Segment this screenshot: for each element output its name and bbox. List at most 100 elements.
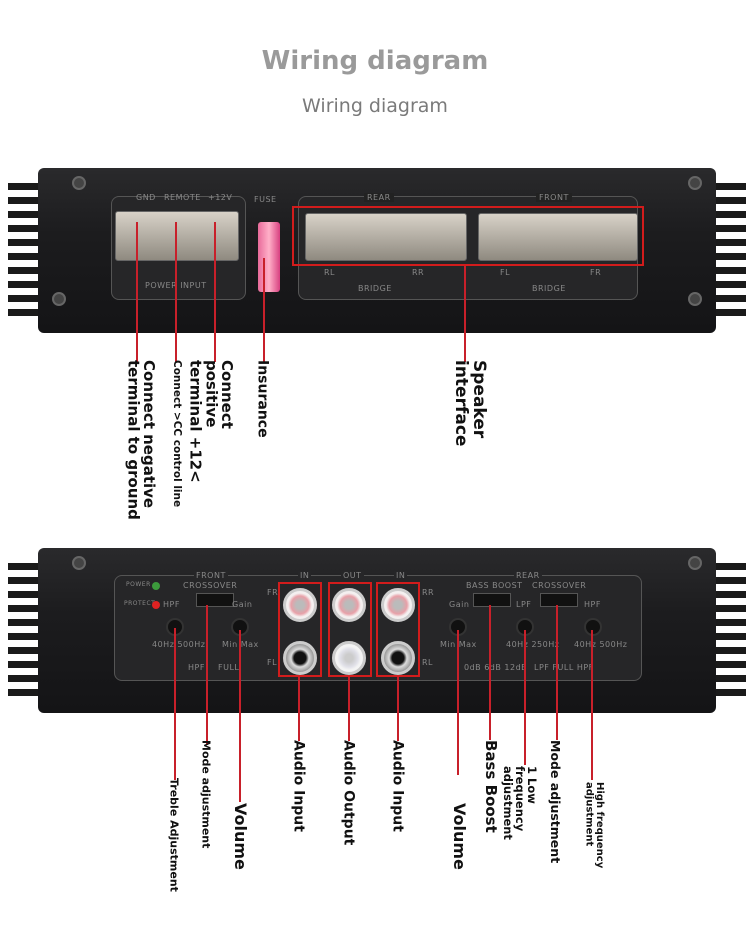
leader-line xyxy=(239,630,241,802)
front-speaker-terminals xyxy=(478,213,638,261)
leader-line xyxy=(263,258,265,362)
12db-label: 12dB xyxy=(504,663,528,672)
power-label: POWER xyxy=(126,581,151,588)
callout-speaker: Speaker interface xyxy=(451,360,489,447)
fl-label: FL xyxy=(267,658,278,667)
rear-gain-range: Min Max xyxy=(440,640,477,649)
callout-bass-boost: Bass Boost xyxy=(481,740,500,833)
max-label: Max xyxy=(240,640,259,649)
callout-low-frequency: 1 Low frequency adjustment xyxy=(500,766,539,840)
callout-treble: Treble Adjustment xyxy=(167,778,181,892)
hpf-label: HPF xyxy=(163,600,180,609)
screw xyxy=(72,176,86,190)
leader-line xyxy=(489,605,491,740)
screw xyxy=(688,292,702,306)
fr-label: FR xyxy=(590,268,602,277)
control-panel xyxy=(114,575,642,681)
hz500-label: 500Hz xyxy=(599,640,628,649)
amplifier-bottom-view: FRONT CROSSOVER POWER PROTECT HPF 40Hz 5… xyxy=(8,548,746,716)
callout-high-frequency: High frequency adjustment xyxy=(583,782,606,869)
callout-audio-output: Audio Output xyxy=(340,740,357,846)
rca-rear-in-r[interactable] xyxy=(381,588,415,622)
callout-volume-rear: Volume xyxy=(449,803,469,870)
hpf-label: HPF xyxy=(584,600,601,609)
rca-front-in-r[interactable] xyxy=(283,588,317,622)
callout-ground: Connect negative terminal to ground xyxy=(124,360,158,520)
bass-boost-values: 0dB 6dB 12dB xyxy=(464,663,527,672)
leader-line xyxy=(175,222,177,362)
hpf-label: HPF xyxy=(188,663,205,672)
12v-label: +12V xyxy=(208,193,233,202)
leader-line xyxy=(457,630,459,775)
rear-crossover-switch[interactable] xyxy=(540,593,578,607)
bridge-label: BRIDGE xyxy=(532,284,566,293)
crossover-modes-label: LPF FULL HPF xyxy=(534,663,594,672)
callout-volume-front: Volume xyxy=(230,803,250,870)
rca-rear-in-l[interactable] xyxy=(381,641,415,675)
lpf-label: LPF xyxy=(516,600,532,609)
gnd-label: GND xyxy=(136,193,156,202)
power-terminal-block xyxy=(115,211,239,261)
leader-line xyxy=(298,677,300,741)
fuse xyxy=(258,222,280,292)
page-title: Wiring diagram xyxy=(261,46,489,76)
leader-line xyxy=(206,605,208,745)
callout-audio-input-rear: Audio Input xyxy=(389,740,406,832)
lpf-hz-range: 40Hz 250Hz xyxy=(506,640,559,649)
bridge-label: BRIDGE xyxy=(358,284,392,293)
hz500-label: 500Hz xyxy=(177,640,206,649)
rl-label: RL xyxy=(324,268,336,277)
rca-out-l[interactable] xyxy=(332,641,366,675)
leader-line xyxy=(524,630,526,765)
front-crossover-switch[interactable] xyxy=(196,593,234,607)
hz40-label: 40Hz xyxy=(152,640,175,649)
callout-mode-front: Mode adjustment xyxy=(199,740,213,849)
rear-hpf-knob[interactable] xyxy=(584,618,602,636)
fr-label: FR xyxy=(267,588,279,597)
rca-out-r[interactable] xyxy=(332,588,366,622)
callout-mode-rear: Mode adjustment xyxy=(548,740,564,864)
amplifier-top-view: GND REMOTE +12V FUSE POWER INPUT REAR FR… xyxy=(8,168,746,336)
page-subtitle: Wiring diagram xyxy=(302,95,448,117)
leader-line xyxy=(214,222,216,362)
rr-label: RR xyxy=(422,588,435,597)
leader-line xyxy=(397,677,399,741)
front-hz-range: 40Hz 500Hz xyxy=(152,640,205,649)
callout-audio-input-front: Audio Input xyxy=(290,740,307,832)
crossover-label: CROSSOVER xyxy=(183,581,238,590)
min-label: Min xyxy=(222,640,238,649)
fuse-label: FUSE xyxy=(254,195,277,204)
leader-line xyxy=(348,677,350,741)
gain-label: Gain xyxy=(449,600,470,609)
callout-fuse: Insurance xyxy=(254,360,271,438)
screw xyxy=(52,292,66,306)
bass-boost-label: BASS BOOST xyxy=(466,581,523,590)
remote-label: REMOTE xyxy=(164,193,201,202)
max-label: Max xyxy=(458,640,477,649)
crossover-label: CROSSOVER xyxy=(532,581,587,590)
audio-input-highlight xyxy=(376,582,420,677)
leader-line xyxy=(174,628,176,780)
rear-label: REAR xyxy=(514,571,542,580)
front-label: FRONT xyxy=(194,571,228,580)
callout-positive: Connect positive terminal +12< xyxy=(186,360,237,483)
callout-remote: Connect >CC control line xyxy=(171,360,184,508)
in-label: IN xyxy=(394,571,408,580)
leader-line xyxy=(556,605,558,740)
rear-label: REAR xyxy=(364,193,394,202)
hpf-hz-range: 40Hz 500Hz xyxy=(574,640,627,649)
0db-label: 0dB xyxy=(464,663,482,672)
leader-line xyxy=(464,266,466,362)
bass-boost-switch[interactable] xyxy=(473,593,511,607)
power-led xyxy=(152,582,160,590)
rca-front-in-l[interactable] xyxy=(283,641,317,675)
screw xyxy=(72,556,86,570)
rear-speaker-terminals xyxy=(305,213,467,261)
audio-output-highlight xyxy=(328,582,372,677)
front-gain-range: Min Max xyxy=(222,640,259,649)
screw xyxy=(688,556,702,570)
leader-line xyxy=(591,630,593,780)
rl-label: RL xyxy=(422,658,434,667)
gain-label: Gain xyxy=(232,600,253,609)
screw xyxy=(688,176,702,190)
